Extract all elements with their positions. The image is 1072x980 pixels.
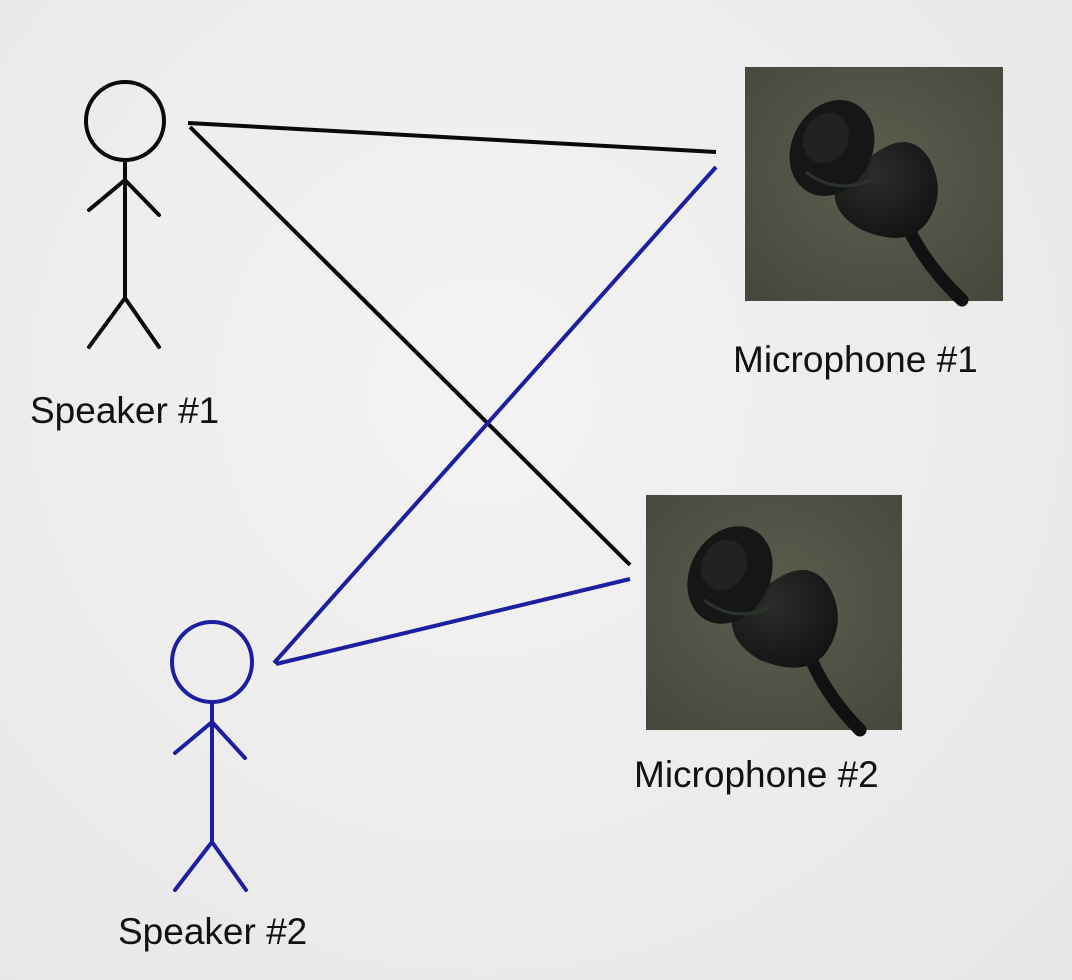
speaker-1-label: Speaker #1 — [30, 390, 220, 431]
speaker-1-left-leg — [87, 296, 127, 349]
speaker-1-figure — [84, 80, 166, 349]
speaker-2-label: Speaker #2 — [118, 911, 308, 952]
path-speaker1-mic2 — [188, 125, 632, 567]
speaker-1-right-arm — [123, 178, 161, 217]
path-speaker1-mic1 — [187, 121, 717, 154]
microphone-1-photo — [745, 67, 1003, 307]
microphone-2-photo — [646, 495, 902, 737]
microphone-1-label: Microphone #1 — [733, 339, 978, 380]
path-speaker2-mic1 — [272, 165, 718, 665]
speaker-2-left-arm — [173, 720, 214, 755]
path-speaker2-mic2 — [275, 577, 631, 666]
speaker-2-left-leg — [173, 840, 214, 892]
speaker-1-head — [84, 80, 166, 162]
microphone-2-label: Microphone #2 — [634, 754, 879, 795]
speaker-2-head — [170, 620, 254, 704]
speaker-2-figure — [170, 620, 254, 892]
speaker-2-right-arm — [210, 720, 247, 760]
speaker-2-right-leg — [210, 840, 248, 892]
speaker-1-right-leg — [123, 296, 161, 349]
speaker-1-left-arm — [87, 178, 127, 212]
